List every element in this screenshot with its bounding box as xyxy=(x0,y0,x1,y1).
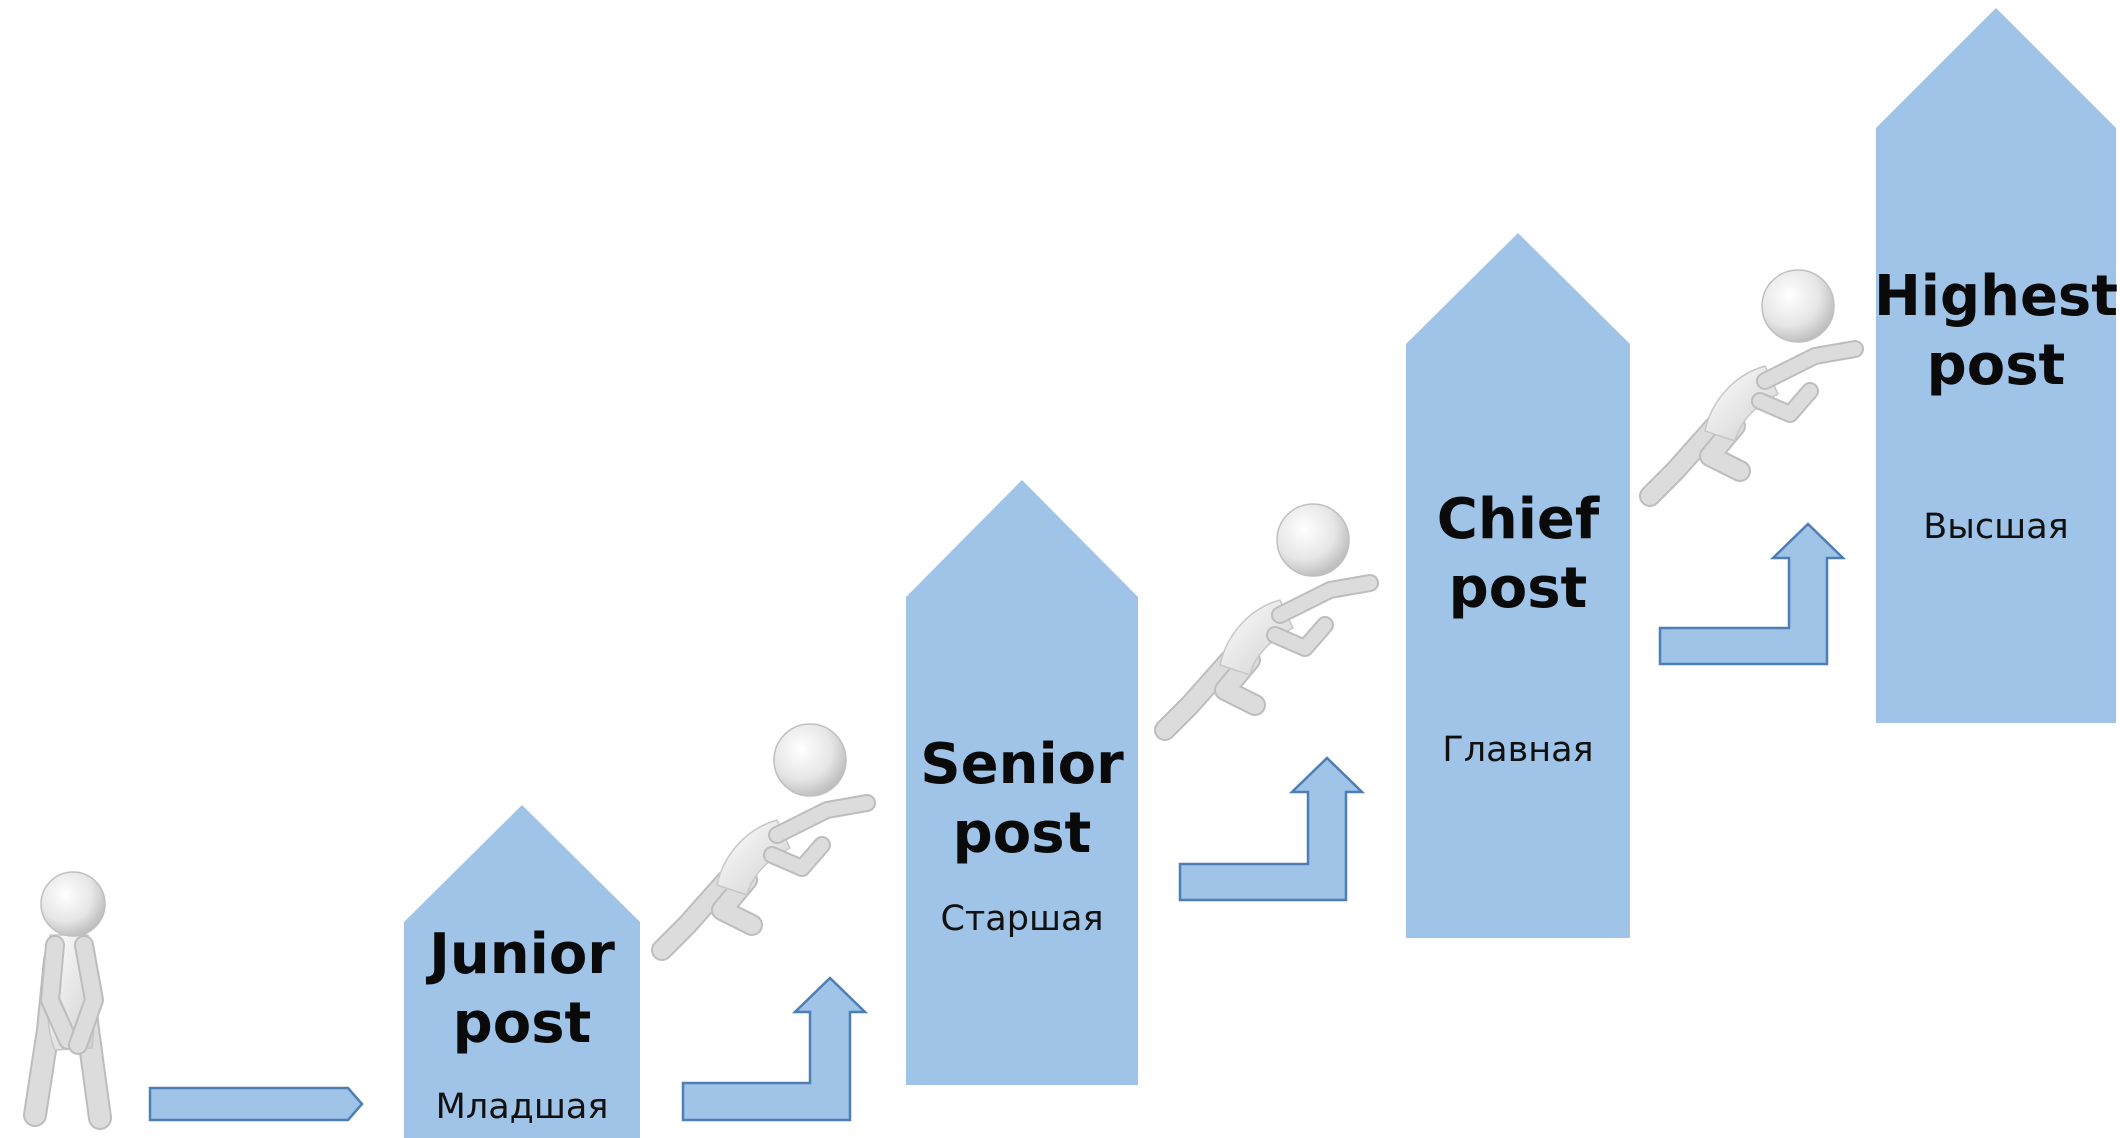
chief-subtitle: Главная xyxy=(1442,730,1593,770)
senior-title-line2: post xyxy=(953,801,1092,866)
step-shape-highest xyxy=(1876,8,2116,723)
standing-figure xyxy=(23,871,112,1130)
chief-title-line1: Chief xyxy=(1437,487,1600,552)
climbing-figure-3 xyxy=(1639,269,1864,507)
junior-subtitle: Младшая xyxy=(436,1087,609,1127)
highest-title-line2: post xyxy=(1927,333,2066,398)
start-arrow xyxy=(148,1086,364,1122)
chief-title-line2: post xyxy=(1449,556,1588,621)
step-arrow-3 xyxy=(1658,522,1847,666)
junior-title-line1: Junior xyxy=(425,922,615,987)
highest-title-line1: Highest xyxy=(1874,264,2118,329)
step-shape-junior xyxy=(404,805,640,1138)
highest-subtitle: Высшая xyxy=(1923,507,2068,547)
senior-subtitle: Старшая xyxy=(940,899,1103,939)
step-shape-chief xyxy=(1406,233,1630,938)
climbing-figure-1 xyxy=(651,723,876,961)
senior-title-line1: Senior xyxy=(920,732,1124,797)
junior-title-line2: post xyxy=(453,991,592,1056)
step-arrow-2 xyxy=(1178,756,1366,902)
step-arrow-1 xyxy=(681,976,869,1122)
climbing-figure-2 xyxy=(1154,503,1379,741)
step-shape-senior xyxy=(906,480,1138,1085)
